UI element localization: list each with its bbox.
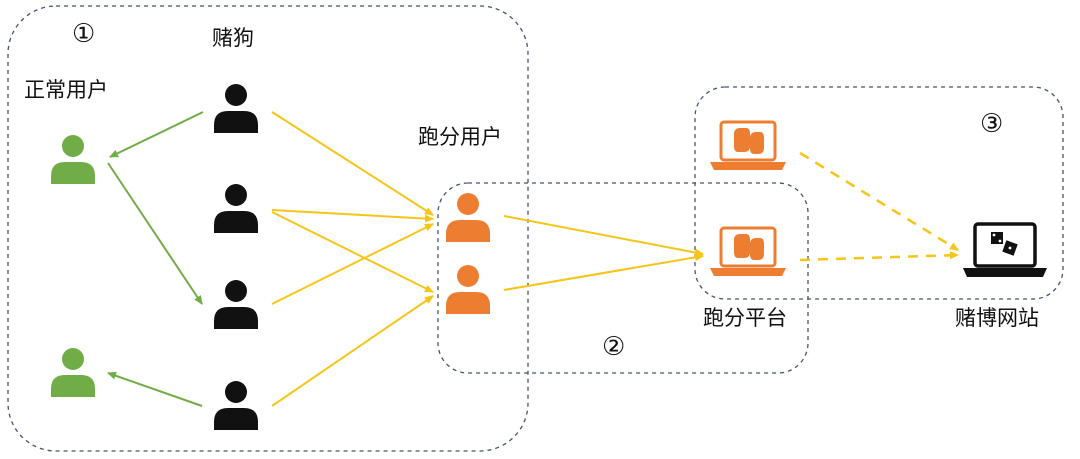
arrow-platform-bottom-to-site xyxy=(799,251,959,262)
arrow-gambler4-to-normal2 xyxy=(107,371,203,407)
gambler-2-icon xyxy=(214,184,258,233)
normal-user-label: 正常用户 xyxy=(24,78,108,102)
arrow-runner1-to-platform xyxy=(503,215,704,257)
platform-top-laptop-icon xyxy=(710,120,786,170)
region-3-number: ③ xyxy=(980,109,1003,139)
gambler-4-icon xyxy=(214,381,258,430)
arrow-gambler2-to-runner2 xyxy=(271,211,434,293)
arrow-gambler1-to-normal1 xyxy=(109,111,204,158)
gambling-site-label: 赌博网站 xyxy=(955,306,1039,330)
region-3-border xyxy=(694,86,1064,300)
normal-user-1-icon xyxy=(51,135,95,184)
region-2-number: ② xyxy=(602,332,625,362)
arrow-gambler3-to-runner1 xyxy=(271,223,434,305)
region-1-border xyxy=(7,5,529,452)
region-2-border xyxy=(437,182,809,374)
running-score-user-label: 跑分用户 xyxy=(418,125,502,149)
arrow-gambler4-to-runner2 xyxy=(271,295,434,407)
gambling-dog-label: 赌狗 xyxy=(212,26,254,50)
runner-2-icon xyxy=(446,265,490,314)
running-score-platform-label: 跑分平台 xyxy=(703,306,787,330)
arrow-gambler2-to-runner1 xyxy=(271,209,434,223)
normal-user-2-icon xyxy=(51,348,95,397)
gambler-3-icon xyxy=(214,280,258,329)
arrow-platform-top-to-site xyxy=(799,151,959,252)
platform-bottom-laptop-icon xyxy=(710,226,786,276)
runner-1-icon xyxy=(446,193,490,242)
arrow-gambler1-to-runner1 xyxy=(271,111,434,216)
arrow-runner2-to-platform xyxy=(503,253,704,291)
arrow-normal1-to-gambler3 xyxy=(107,162,203,305)
region-1-number: ① xyxy=(72,19,95,49)
gambler-1-icon xyxy=(214,84,258,133)
gambling-site-laptop-icon xyxy=(963,222,1047,277)
